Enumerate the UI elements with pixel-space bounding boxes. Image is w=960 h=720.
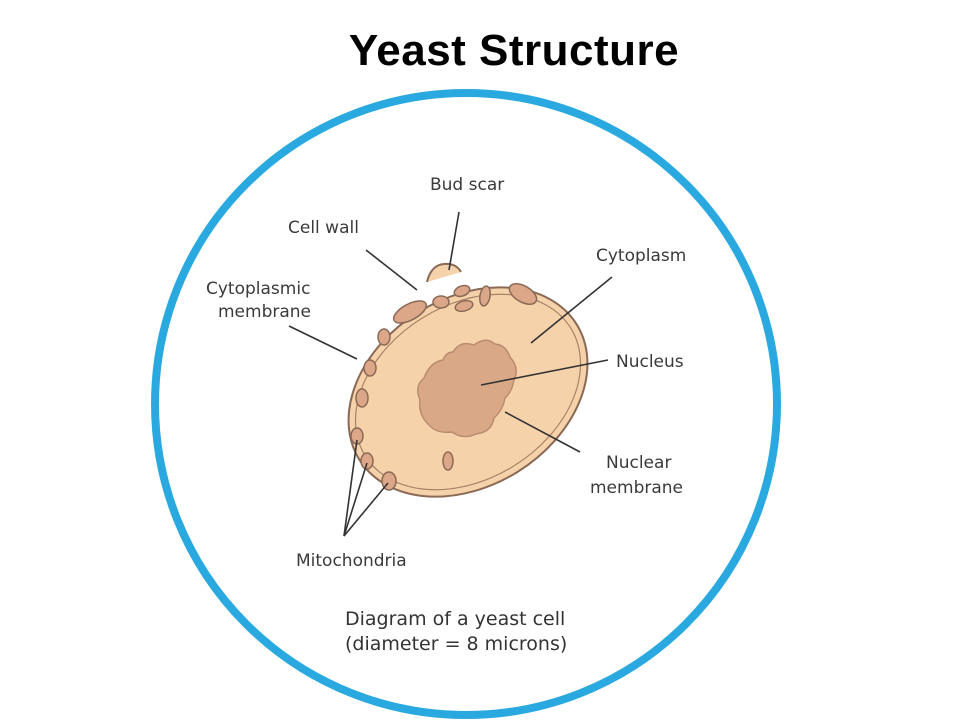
outer-ring [151, 89, 781, 719]
bud-scar-label: Bud scar [430, 175, 504, 195]
caption-line1: Diagram of a yeast cell [345, 608, 565, 630]
mitochondria-leader [343, 482, 389, 537]
mitochondria-label: Mitochondria [296, 551, 407, 571]
mitochondrion [454, 299, 474, 313]
mitochondrion [392, 300, 428, 324]
cytoplasmic-membrane-label-line1: Cytoplasmic [206, 279, 310, 299]
caption: Diagram of a yeast cell (diameter = 8 mi… [345, 608, 567, 655]
cytoplasmic-membrane-leader [288, 325, 358, 360]
mitochondrion [360, 452, 374, 470]
nucleus-shape [417, 339, 517, 438]
leader-lines [288, 211, 613, 537]
cell-wall-leader [365, 249, 418, 291]
bud-scar-shape [426, 262, 462, 283]
nuclear-membrane-label: Nuclear membrane [590, 453, 683, 498]
cytoplasm-leader [530, 276, 613, 344]
nuclear-membrane-label-line1: Nuclear [606, 453, 671, 473]
yeast-cell [347, 262, 589, 498]
nuclear-membrane-leader [504, 411, 581, 453]
mitochondria-group [350, 283, 538, 491]
mitochondrion [363, 359, 377, 377]
mitochondrion [432, 295, 450, 309]
mitochondria-leader [343, 439, 358, 537]
cytoplasmic-membrane-label-line2: membrane [218, 302, 311, 322]
mitochondrion [377, 328, 391, 346]
bud-scar-leader [448, 211, 460, 271]
cell-wall-label: Cell wall [288, 218, 359, 238]
mitochondrion [508, 283, 538, 305]
page-title: Yeast Structure [348, 26, 680, 75]
cytoplasmic-membrane-label: Cytoplasmic membrane [206, 279, 316, 322]
mitochondria-leader [343, 462, 368, 537]
mitochondrion [453, 284, 471, 298]
nuclear-membrane-label-line2: membrane [590, 478, 683, 498]
caption-line2: (diameter = 8 microns) [345, 633, 567, 655]
mitochondrion [479, 285, 491, 307]
labels: Bud scar Cell wall Cytoplasmic membrane … [206, 175, 686, 571]
nucleus-label: Nucleus [616, 352, 684, 372]
mitochondrion [442, 451, 454, 471]
cytoplasm-label: Cytoplasm [596, 246, 686, 266]
mitochondrion [355, 388, 369, 408]
nucleus-leader [480, 359, 609, 386]
